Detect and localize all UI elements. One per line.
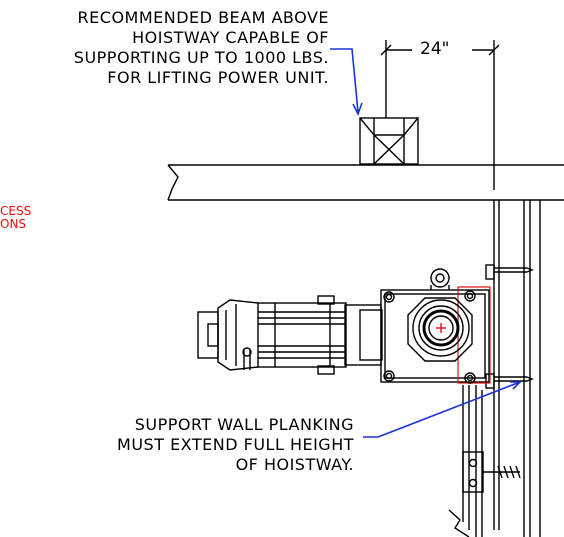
overhead-beam [167, 164, 564, 201]
dimension-24 [380, 40, 500, 190]
planking-note: SUPPORT WALL PLANKING MUST EXTEND FULL H… [117, 415, 354, 475]
hoistway-walls [448, 200, 541, 537]
red-note-line-1: CESS [0, 204, 32, 218]
planking-note-leader [363, 381, 521, 438]
beam-note-leader [330, 48, 359, 113]
cropped-red-note: CESS ONS [0, 205, 31, 231]
power-unit [380, 268, 491, 384]
housing-nuts [383, 290, 476, 384]
red-note-line-2: ONS [0, 217, 27, 231]
dimension-label: 24" [418, 39, 452, 59]
planking-note-line-3: OF HOISTWAY. [235, 455, 354, 474]
beam-note-leader-arrow [352, 102, 363, 117]
planking-note-line-1: SUPPORT WALL PLANKING [134, 415, 354, 434]
planking-note-line-2: MUST EXTEND FULL HEIGHT [117, 435, 354, 454]
beam-support-note: RECOMMENDED BEAM ABOVE HOISTWAY CAPABLE … [74, 8, 329, 88]
wall-lag-screws [462, 264, 534, 493]
beam-note-line-2: HOISTWAY CAPABLE OF [132, 28, 329, 47]
beam-note-line-4: FOR LIFTING POWER UNIT. [107, 68, 329, 87]
beam-support-blocks [359, 117, 419, 165]
beam-note-line-1: RECOMMENDED BEAM ABOVE [77, 8, 329, 27]
planking-note-leader-arrow [510, 381, 522, 390]
beam-note-line-3: SUPPORTING UP TO 1000 LBS. [73, 48, 329, 67]
motor [197, 295, 383, 375]
